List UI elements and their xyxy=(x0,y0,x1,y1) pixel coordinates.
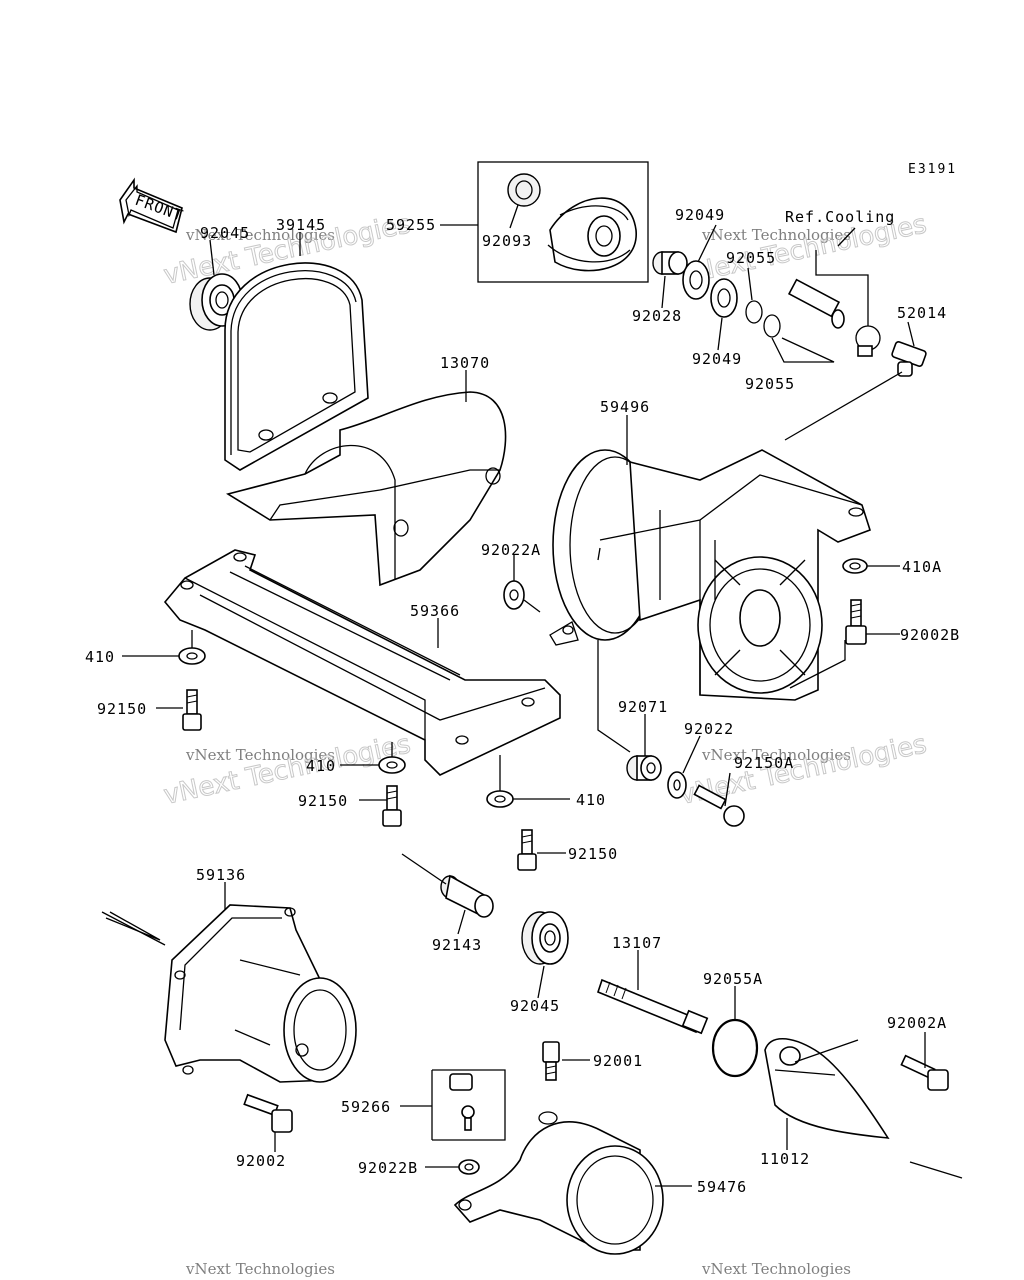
label-92028: 92028 xyxy=(632,307,682,325)
o-ring-92055-a xyxy=(745,300,763,324)
label-13070: 13070 xyxy=(440,354,490,372)
label-92143: 92143 xyxy=(432,936,482,954)
washer-92022B xyxy=(458,1159,480,1175)
bolt-92002 xyxy=(243,1093,293,1133)
bracket-59366 xyxy=(163,549,561,776)
bolt-92150-a xyxy=(182,689,202,731)
svg-text:vNext Technologies: vNext Technologies xyxy=(185,746,335,764)
svg-text:vNext Technologies: vNext Technologies xyxy=(185,226,335,244)
cooling-pipe xyxy=(787,278,881,357)
label-59136: 59136 xyxy=(196,866,246,884)
pin-92143 xyxy=(440,874,494,918)
svg-text:vNext Technologies: vNext Technologies xyxy=(701,226,851,244)
washer-410-c xyxy=(486,790,514,808)
elbow-fitting-52014 xyxy=(891,341,927,377)
label-92150-b: 92150 xyxy=(298,792,348,810)
label-92022A: 92022A xyxy=(481,541,541,559)
label-92001: 92001 xyxy=(593,1052,643,1070)
label-92055A: 92055A xyxy=(703,970,763,988)
bolt-92002A xyxy=(900,1054,949,1091)
washer-92049-b xyxy=(710,278,738,318)
pump-case-59496 xyxy=(549,449,871,701)
shaft-13107 xyxy=(597,978,709,1035)
front-arrow-icon: FRONT xyxy=(119,177,186,234)
label-92002B: 92002B xyxy=(900,626,960,644)
label-59476: 59476 xyxy=(697,1178,747,1196)
leader-lines xyxy=(101,204,963,1187)
label-59496: 59496 xyxy=(600,398,650,416)
washer-92022A xyxy=(503,580,525,610)
label-59266: 59266 xyxy=(341,1098,391,1116)
bolt-92002B xyxy=(845,599,867,645)
label-92049-b: 92049 xyxy=(692,350,742,368)
label-410-c: 410 xyxy=(576,791,606,809)
label-13107: 13107 xyxy=(612,934,662,952)
label-92071: 92071 xyxy=(618,698,668,716)
collar-92071 xyxy=(626,755,662,781)
label-92002: 92002 xyxy=(236,1152,286,1170)
washer-410-a xyxy=(178,647,206,665)
label-39145: 39145 xyxy=(276,216,326,234)
label-410A: 410A xyxy=(902,558,942,576)
cap-11012 xyxy=(764,1038,890,1139)
label-92002A: 92002A xyxy=(887,1014,947,1032)
svg-text:vNext Technologies: vNext Technologies xyxy=(185,1260,335,1278)
label-92022B: 92022B xyxy=(358,1159,418,1177)
label-92045-lower: 92045 xyxy=(510,997,560,1015)
impeller-59255 xyxy=(477,161,649,283)
label-92093: 92093 xyxy=(482,232,532,250)
housing-59136 xyxy=(164,904,357,1083)
bolt-92150A xyxy=(693,784,745,827)
washer-92022 xyxy=(667,771,687,799)
label-92049-a: 92049 xyxy=(675,206,725,224)
duct-cover-13070 xyxy=(225,391,507,587)
o-ring-92055-b xyxy=(763,314,781,338)
label-92055-a: 92055 xyxy=(726,249,776,267)
label-92055-b: 92055 xyxy=(745,375,795,393)
nozzle-59476 xyxy=(453,1111,664,1255)
label-59255: 59255 xyxy=(386,216,436,234)
svg-text:vNext Technologies: vNext Technologies xyxy=(701,1260,851,1278)
label-92022: 92022 xyxy=(684,720,734,738)
cover-gasket-39145 xyxy=(224,262,369,471)
label-410-a: 410 xyxy=(85,648,115,666)
label-92150-c: 92150 xyxy=(568,845,618,863)
bolt-92150-b xyxy=(382,785,402,827)
label-59366: 59366 xyxy=(410,602,460,620)
collar-92028 xyxy=(652,251,688,275)
washer-410A xyxy=(842,558,868,574)
washer-410-b xyxy=(378,756,406,774)
label-52014: 52014 xyxy=(897,304,947,322)
label-92045-upper: 92045 xyxy=(200,224,250,242)
bearing-92045-lower xyxy=(521,911,569,965)
svg-text:vNext Technologies: vNext Technologies xyxy=(701,746,851,764)
label-11012: 11012 xyxy=(760,1150,810,1168)
washer-92049-a xyxy=(682,260,710,300)
part-labels: 92045 39145 59255 92093 92049 92055 Ref.… xyxy=(85,206,960,1196)
label-ref-cooling: Ref.Cooling xyxy=(785,208,895,226)
label-92150A: 92150A xyxy=(734,754,794,772)
diagram-code: E3191 xyxy=(908,162,957,177)
bolt-92150-c xyxy=(517,829,537,871)
stud-92001 xyxy=(542,1041,560,1081)
svg-text:vNext Technologies: vNext Technologies xyxy=(161,729,413,811)
label-92150-a: 92150 xyxy=(97,700,147,718)
o-ring-92055A xyxy=(711,1018,759,1078)
label-410-b: 410 xyxy=(306,757,336,775)
fitting-kit-59266 xyxy=(431,1069,506,1141)
